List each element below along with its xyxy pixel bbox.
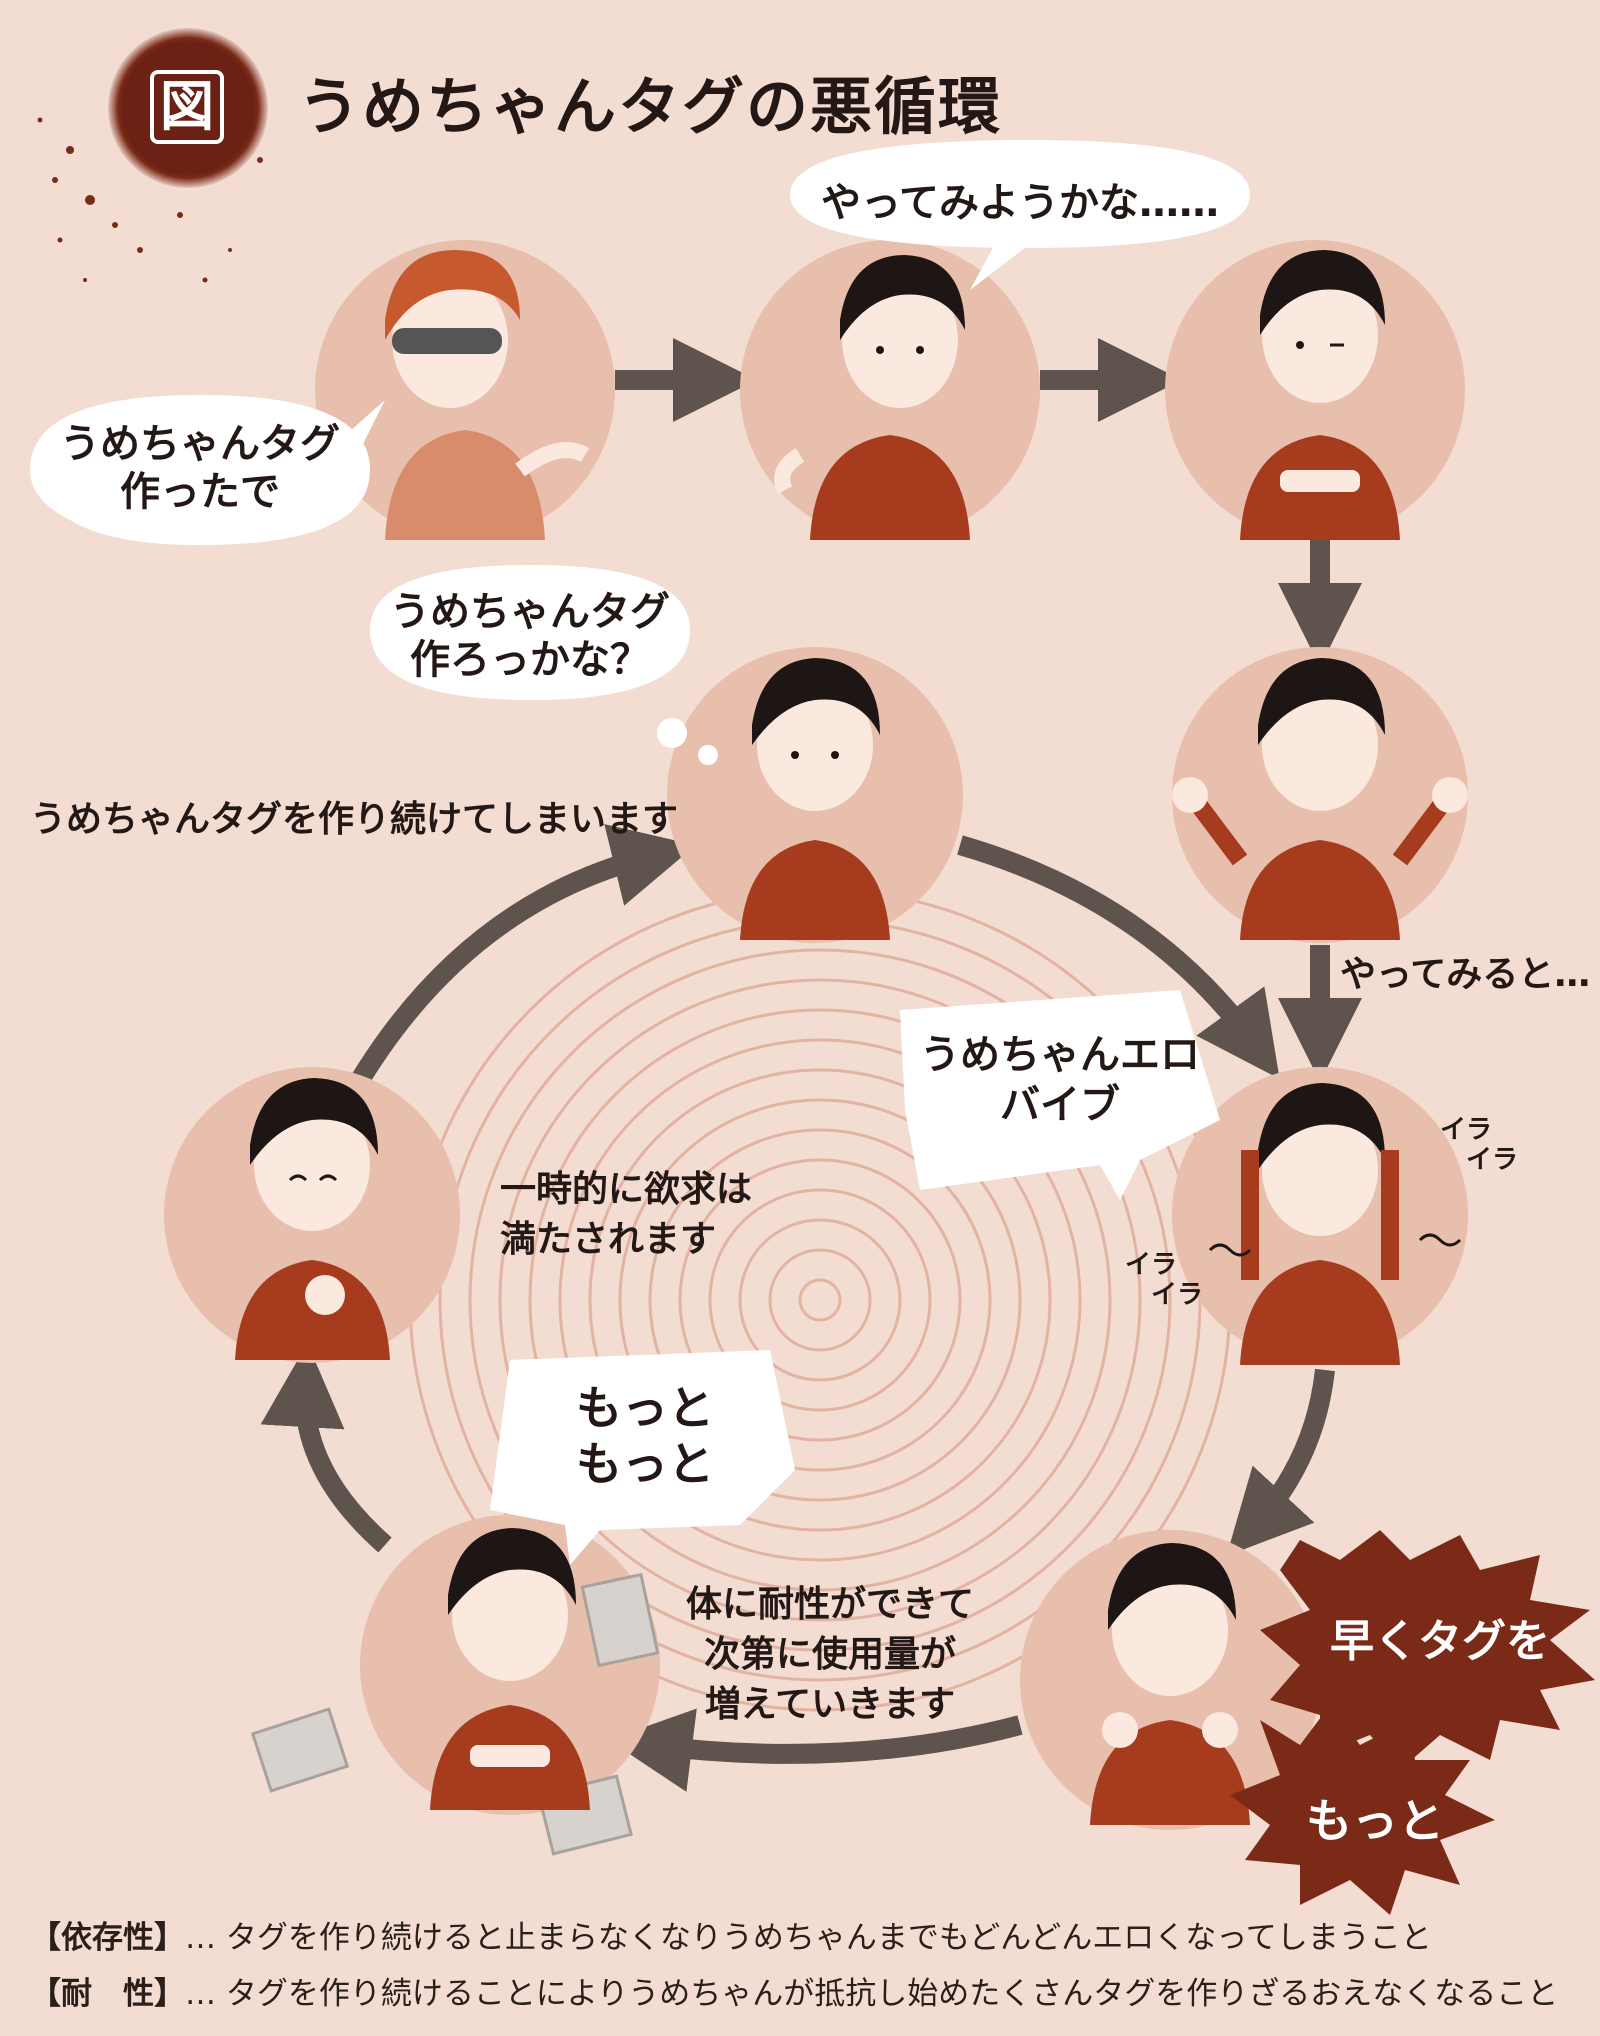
footer-dependency-text: … タグを作り続けると止まらなくなりうめちゃんまでもどんどんエロくなってしまうこ… — [185, 1920, 1432, 1956]
burst-more — [1230, 1705, 1495, 1915]
bubble-intro-text: うめちゃんタグ 作ったで — [40, 420, 360, 516]
label-tolerance-line-3: 増えていきます — [704, 1684, 956, 1725]
footer-tolerance: 【耐 性】… タグを作り続けることによりうめちゃんが抵抗し始めたくさんタグを作り… — [30, 1968, 1558, 2013]
arrow-arc-upper-left — [351, 824, 696, 1086]
label-tolerance: 体に耐性ができて 次第に使用量が 増えていきます — [665, 1580, 995, 1730]
arrow-arc-lower-right — [1226, 1368, 1335, 1556]
ira-right-line-2: イラ — [1466, 1145, 1519, 1175]
label-satisfied-line-1: 一時的に欲求は — [500, 1169, 753, 1210]
footer-tolerance-tag: 【耐 性】 — [30, 1976, 185, 2012]
footer-tolerance-text: … タグを作り続けることによりうめちゃんが抵抗し始めたくさんタグを作りざるおえな… — [185, 1976, 1559, 2012]
bubble-try — [790, 140, 1250, 290]
bubble-ero — [900, 990, 1220, 1200]
bursts — [1230, 1530, 1595, 1915]
title-badge: 図 — [108, 28, 268, 188]
person-thinking-icon — [657, 658, 890, 940]
label-tolerance-line-2: 次第に使用量が — [703, 1634, 956, 1675]
arrow-arc-lower-left — [260, 1343, 392, 1553]
bubble-ero-line-1: うめちゃんエロ — [920, 1032, 1200, 1078]
label-try-then: やってみると… — [1340, 954, 1591, 995]
label-keep-making: うめちゃんタグを作り続けてしまいます — [30, 799, 679, 840]
bubble-more-more-text: もっと もっと — [515, 1380, 775, 1492]
bubble-ero-line-2: バイブ — [1000, 1082, 1120, 1128]
label-satisfied: 一時的に欲求は 満たされます — [500, 1165, 752, 1265]
footer-dependency-tag: 【依存性】 — [30, 1920, 185, 1956]
burst-hurry — [1260, 1530, 1595, 1770]
person-guide-icon — [385, 250, 590, 540]
label-ira-left: イラ イラ — [1125, 1250, 1203, 1310]
speech-bubbles — [30, 140, 1250, 1565]
arrow-arc-right — [957, 835, 1280, 1080]
person-hesitant-icon — [774, 255, 970, 540]
label-tolerance-line-1: 体に耐性ができて — [685, 1584, 974, 1625]
burst-more-text: もっと — [1306, 1794, 1444, 1848]
ink-speckles — [37, 117, 263, 283]
bubble-try-text: やってみようかな…… — [821, 180, 1219, 226]
person-frantic-icon — [1090, 1543, 1250, 1825]
bubble-more-line-2: もっと — [576, 1437, 714, 1491]
bubble-more-line-1: もっと — [576, 1381, 714, 1435]
ira-right-line-1: イラ — [1440, 1115, 1493, 1145]
cycle-arrows — [260, 338, 1362, 1792]
title-badge-glyph: 図 — [150, 70, 224, 144]
burst-hurry-text: 早くタグを — [1330, 1616, 1550, 1667]
footer-dependency: 【依存性】… タグを作り続けると止まらなくなりうめちゃんまでもどんどんエロくなっ… — [30, 1912, 1432, 1957]
ira-left-line-1: イラ — [1125, 1250, 1178, 1280]
bubble-make-line-2: 作ろっかな？ — [410, 637, 650, 683]
person-excited-icon — [1172, 658, 1468, 940]
person-trying-icon — [1240, 250, 1400, 540]
bubble-intro — [30, 395, 385, 545]
bubble-make-line-1: うめちゃんタグ — [390, 589, 670, 635]
bubble-intro-line-2: 作ったで — [120, 469, 280, 515]
person-irritated-icon — [1208, 1083, 1462, 1365]
bubble-ero-text: うめちゃんエロ バイブ — [905, 1030, 1215, 1130]
page-title: うめちゃんタグの悪循環 — [298, 70, 1003, 143]
label-satisfied-line-2: 満たされます — [500, 1219, 717, 1260]
label-ira-right: イラ イラ — [1440, 1115, 1518, 1175]
bubble-more-more — [490, 1350, 795, 1565]
ira-left-line-2: イラ — [1151, 1280, 1204, 1310]
person-satisfied-icon — [235, 1078, 390, 1360]
bubble-intro-line-1: うめちゃんタグ — [60, 421, 340, 467]
bubble-make — [370, 565, 690, 700]
arrow-bottom-left — [608, 1708, 1023, 1792]
bubble-make-text: うめちゃんタグ 作ろっかな？ — [375, 588, 685, 684]
person-craving-icon — [430, 1528, 590, 1810]
